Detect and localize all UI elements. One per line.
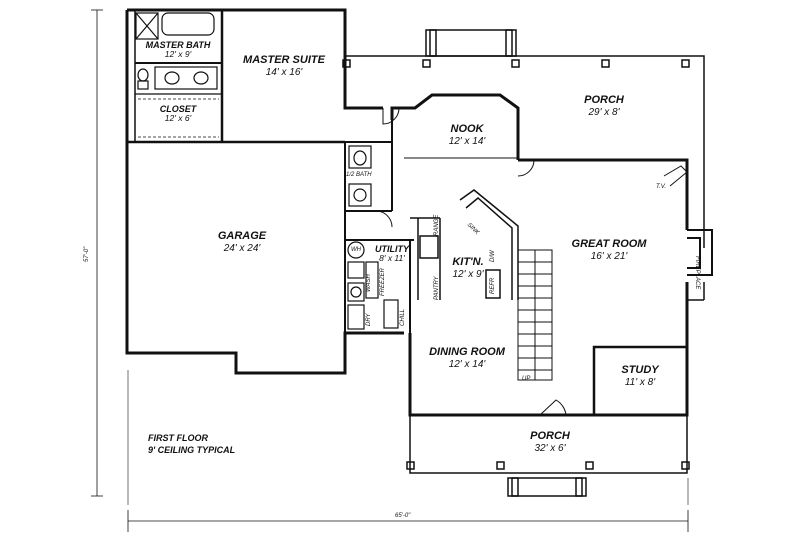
- room-dining-room: DINING ROOM 12' x 14': [424, 346, 510, 370]
- ceiling-note: 9' CEILING TYPICAL: [148, 445, 236, 456]
- room-master-suite: MASTER SUITE 14' x 16': [232, 54, 336, 78]
- room-name: PORCH: [530, 430, 570, 442]
- fireplace: [687, 229, 713, 276]
- washer-label: WASH: [366, 274, 372, 292]
- kitchen-counters: [410, 189, 519, 300]
- door-swings: [375, 107, 567, 416]
- room-size: 29' x 8': [588, 106, 620, 118]
- refrigerator-label: REFR: [490, 277, 496, 294]
- room-size: 12' x 9': [164, 49, 192, 60]
- fireplace-label: FIREPLACE: [694, 256, 700, 290]
- room-name: NOOK: [450, 123, 484, 135]
- room-size: 12' x 14': [448, 358, 486, 370]
- bathtub: [135, 12, 215, 40]
- room-garage: GARAGE 24' x 24': [202, 230, 282, 254]
- room-nook: NOOK 12' x 14': [426, 123, 508, 147]
- tv-label: T.V.: [656, 184, 667, 190]
- floor-name: FIRST FLOOR: [148, 433, 208, 443]
- room-name: UTILITY: [375, 244, 409, 254]
- utility-fixtures: [347, 241, 399, 330]
- room-master-bath: MASTER BATH 12' x 9': [140, 40, 216, 60]
- study-walls: [592, 345, 687, 415]
- staircase: [517, 249, 553, 381]
- room-closet: CLOSET 12' x 6': [145, 104, 211, 124]
- room-name: PORCH: [584, 94, 624, 106]
- room-size: 24' x 24': [223, 242, 261, 254]
- width-dimension-line: [127, 510, 689, 532]
- room-porch-front: PORCH 32' x 6': [512, 430, 588, 454]
- water-heater-label: WH: [351, 247, 361, 253]
- closet-rods: [138, 98, 219, 138]
- room-name: CLOSET: [159, 104, 197, 114]
- room-size: 8' x 11': [379, 253, 405, 264]
- room-name: 1/2 BATH: [346, 172, 372, 178]
- left-wing-walls: [125, 8, 414, 375]
- half-bath-fixtures: [348, 145, 372, 207]
- room-size: 12' x 6': [164, 113, 192, 124]
- room-half-bath: 1/2 BATH: [346, 172, 372, 178]
- room-great-room: GREAT ROOM 16' x 21': [568, 238, 650, 262]
- room-name: GARAGE: [217, 230, 267, 242]
- width-dimension: 65'-0": [395, 513, 411, 519]
- room-name: MASTER BATH: [145, 40, 211, 50]
- room-study: STUDY 11' x 8': [612, 364, 668, 388]
- room-name: KIT'N.: [452, 256, 484, 268]
- room-name: MASTER SUITE: [243, 54, 325, 66]
- room-size: 12' x 9': [452, 268, 484, 280]
- chill-label: CHILL: [400, 308, 406, 326]
- depth-dimension: 57'-0": [84, 246, 90, 262]
- freezer-label: FREEZER: [380, 267, 386, 296]
- tv-cabinet: [663, 165, 688, 187]
- room-name: GREAT ROOM: [571, 238, 647, 250]
- double-vanity: [137, 66, 218, 90]
- main-house-walls: [390, 93, 689, 417]
- room-size: 16' x 21': [590, 250, 628, 262]
- room-name: STUDY: [621, 364, 659, 376]
- room-utility: UTILITY 8' x 11': [368, 244, 416, 264]
- range-label: RANGE: [434, 214, 440, 236]
- room-porch-rear: PORCH 29' x 8': [566, 94, 642, 118]
- room-kitchen: KIT'N. 12' x 9': [444, 256, 492, 280]
- room-name: DINING ROOM: [429, 346, 505, 358]
- floor-note: FIRST FLOOR 9' CEILING TYPICAL: [148, 432, 235, 456]
- room-size: 11' x 8': [624, 376, 656, 388]
- front-porch: [406, 415, 690, 497]
- room-size: 32' x 6': [534, 442, 566, 454]
- room-size: 12' x 14': [448, 135, 486, 147]
- rear-porch: [342, 29, 705, 301]
- stair-up-label: UP: [522, 376, 531, 382]
- depth-dimension-line: [91, 9, 103, 497]
- pantry-label: PANTRY: [434, 276, 440, 300]
- room-size: 14' x 16': [265, 66, 303, 78]
- dryer-label: DRY: [366, 313, 372, 326]
- dishwasher-label: D/W: [490, 250, 496, 262]
